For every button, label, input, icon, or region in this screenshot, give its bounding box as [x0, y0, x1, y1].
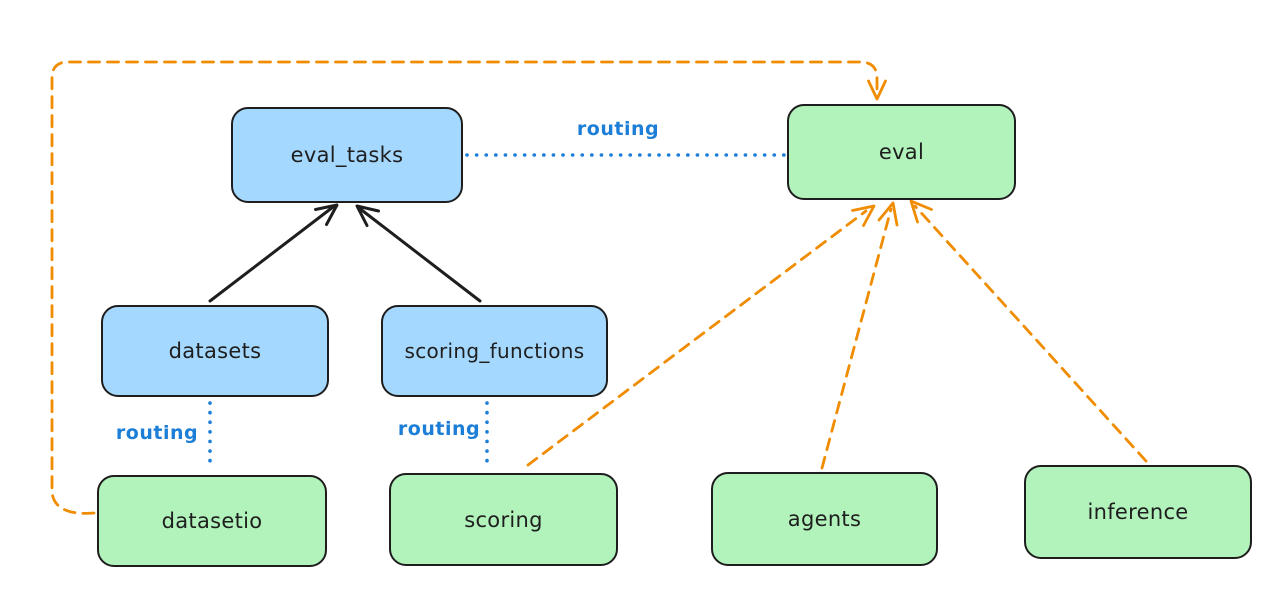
- node-eval-tasks: eval_tasks: [231, 107, 463, 203]
- edge-datasets-to-eval-tasks: [208, 203, 339, 303]
- node-datasets: datasets: [101, 305, 329, 397]
- node-eval: eval: [787, 104, 1016, 200]
- node-datasetio: datasetio: [97, 475, 327, 567]
- node-eval-label: eval: [878, 140, 925, 164]
- node-datasets-label: datasets: [168, 339, 262, 363]
- edge-label-routing-eval-tasks-eval: routing: [576, 118, 660, 140]
- edge-scoring-functions-to-eval-tasks: [355, 204, 482, 303]
- node-agents-label: agents: [787, 507, 862, 531]
- edge-datasetio-to-eval: [50, 60, 887, 515]
- node-scoring-functions: scoring_functions: [381, 305, 608, 397]
- node-scoring-label: scoring: [464, 507, 543, 532]
- edge-inference-to-eval: [909, 199, 1148, 463]
- edge-scoring-to-eval: [526, 204, 876, 467]
- edge-label-routing-scoring-functions-scoring: routing: [397, 418, 481, 440]
- node-datasetio-label: datasetio: [161, 509, 263, 533]
- edge-label-routing-datasets-datasetio: routing: [115, 422, 199, 444]
- node-eval-tasks-label: eval_tasks: [290, 143, 404, 167]
- node-scoring: scoring: [389, 473, 618, 566]
- edge-agents-to-eval: [820, 201, 899, 470]
- node-inference-label: inference: [1087, 500, 1189, 524]
- node-inference: inference: [1024, 465, 1252, 559]
- node-scoring-functions-label: scoring_functions: [404, 339, 585, 363]
- node-agents: agents: [711, 472, 938, 566]
